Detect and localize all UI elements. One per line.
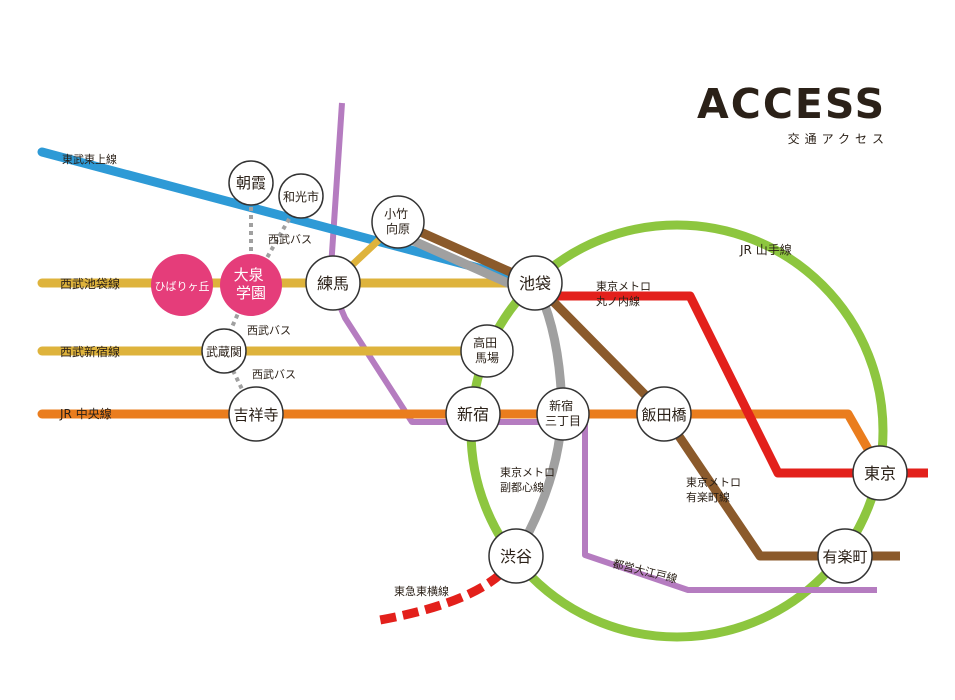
station-oizumi-label: 大泉 学園 <box>234 266 269 302</box>
page-title: ACCESS <box>697 80 887 128</box>
label-seibu-shinjuku: 西武新宿線 <box>60 344 120 359</box>
station-asaka[interactable]: 朝霞 <box>228 160 274 206</box>
station-kotake-label-1: 小竹 <box>384 207 408 221</box>
station-asaka-label: 朝霞 <box>236 174 266 192</box>
station-shibuya-label: 渋谷 <box>500 547 532 566</box>
station-musashiseki-label: 武蔵関 <box>206 345 242 359</box>
station-iidabashi-label: 飯田橋 <box>641 406 686 424</box>
station-nerima-label: 練馬 <box>317 274 349 293</box>
station-shinjuku3-label: 新宿 三丁目 <box>545 398 581 428</box>
station-wakoshi[interactable]: 和光市 <box>278 173 324 219</box>
label-marunouchi-1: 東京メトロ <box>596 279 651 293</box>
station-kotake-mukaihara[interactable]: 小竹 向原 <box>371 195 425 249</box>
label-yurakucho-1: 東京メトロ <box>686 475 741 489</box>
label-seibu-bus-1: 西武バス <box>268 233 312 246</box>
station-takadanobaba[interactable]: 高田 馬場 <box>460 324 514 378</box>
label-seibu-ikebukuro: 西武池袋線 <box>60 276 120 291</box>
bus-link-oizumi-wakoshi <box>258 197 303 271</box>
label-fukutoshin-2: 副都心線 <box>500 480 544 494</box>
station-wakoshi-label: 和光市 <box>283 189 319 204</box>
station-ikebukuro[interactable]: 池袋 <box>507 255 563 311</box>
label-oedo: 都営大江戸線 <box>611 556 678 586</box>
label-fukutoshin: 東京メトロ 副都心線 <box>500 465 559 494</box>
station-shinjuku[interactable]: 新宿 <box>445 386 501 442</box>
station-oizumi-label-1: 大泉 <box>234 266 264 284</box>
access-title-block: ACCESS 交通アクセス <box>697 82 897 147</box>
station-shibuya[interactable]: 渋谷 <box>488 528 544 584</box>
station-ikebukuro-label: 池袋 <box>519 274 551 293</box>
label-fukutoshin-1: 東京メトロ <box>500 465 555 479</box>
station-hibarigaoka[interactable]: ひばりヶ丘 <box>151 254 213 316</box>
label-seibu-bus-3: 西武バス <box>252 368 296 381</box>
station-kichijoji[interactable]: 吉祥寺 <box>228 386 284 442</box>
station-tokyo-label: 東京 <box>864 464 896 483</box>
label-tobu-tojo: 東武東上線 <box>62 152 117 166</box>
station-yurakucho-label: 有楽町 <box>822 548 867 566</box>
label-seibu-bus-2: 西武バス <box>247 324 291 337</box>
station-nerima[interactable]: 練馬 <box>305 255 361 311</box>
station-kotake-label-2: 向原 <box>386 221 410 236</box>
station-takadanobaba-label-2: 馬場 <box>475 351 499 365</box>
label-jr-yamanote: JR 山手線 <box>739 242 792 257</box>
label-yurakucho-2: 有楽町線 <box>686 490 730 504</box>
station-kichijoji-label: 吉祥寺 <box>233 406 278 424</box>
station-tokyo[interactable]: 東京 <box>852 445 908 501</box>
station-kotake-label: 小竹 向原 <box>384 207 412 236</box>
line-yurakucho <box>531 279 900 561</box>
station-musashiseki[interactable]: 武蔵関 <box>201 328 247 374</box>
page-subtitle: 交通アクセス <box>787 132 889 146</box>
station-shinjuku-sanchome[interactable]: 新宿 三丁目 <box>536 387 590 441</box>
station-shinjuku3-label-1: 新宿 <box>549 398 573 413</box>
station-shinjuku3-label-2: 三丁目 <box>545 414 581 428</box>
label-marunouchi: 東京メトロ 丸ノ内線 <box>596 279 655 308</box>
station-yurakucho[interactable]: 有楽町 <box>817 528 873 584</box>
label-yurakucho: 東京メトロ 有楽町線 <box>686 475 745 504</box>
station-oizumi-gakuen[interactable]: 大泉 学園 <box>220 254 282 316</box>
station-shinjuku-label: 新宿 <box>457 405 489 424</box>
station-takadanobaba-label-1: 高田 <box>473 335 497 350</box>
label-jr-chuo: JR 中央線 <box>59 406 112 421</box>
station-hibarigaoka-label: ひばりヶ丘 <box>155 280 210 293</box>
label-marunouchi-2: 丸ノ内線 <box>596 294 640 308</box>
station-takadanobaba-label: 高田 馬場 <box>473 335 501 365</box>
station-oizumi-label-2: 学園 <box>236 284 266 302</box>
station-iidabashi[interactable]: 飯田橋 <box>636 386 692 442</box>
label-toyoko: 東急東横線 <box>394 584 449 598</box>
